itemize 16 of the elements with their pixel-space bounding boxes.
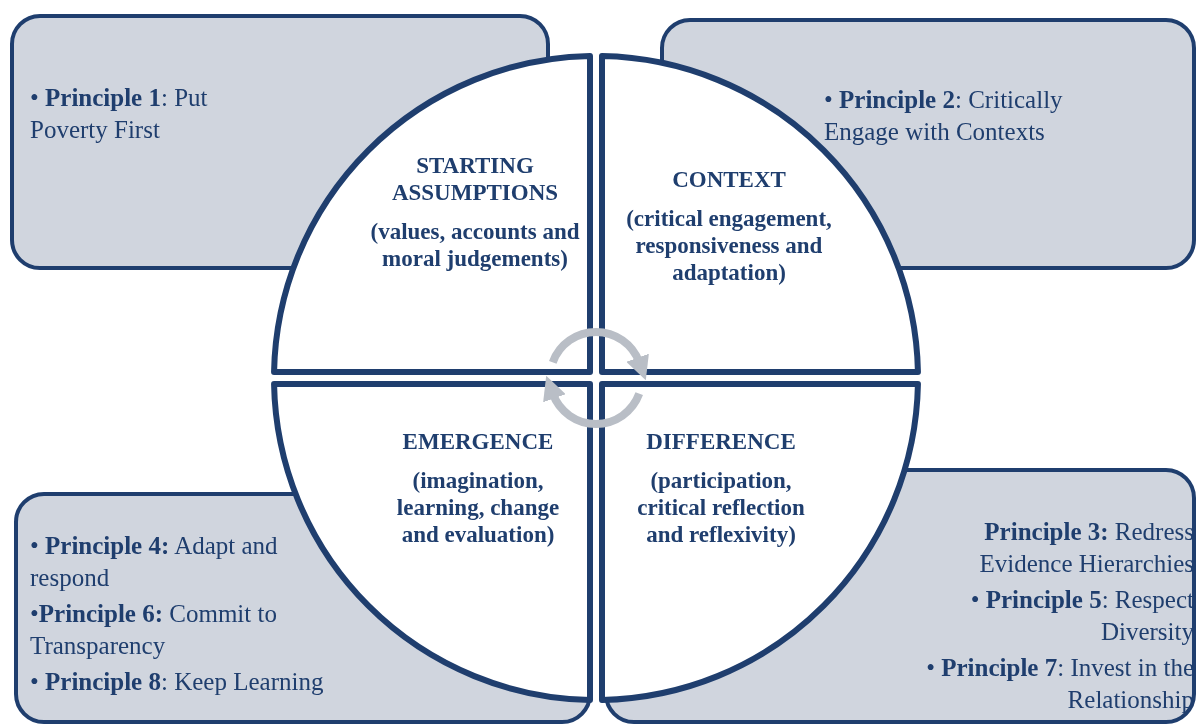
principle-text: • Principle 4: Adapt and respond: [30, 531, 279, 593]
quadrant-heading: EMERGENCE: [401, 428, 555, 455]
principle-text: • Principle 5: Respect Diversity: [969, 585, 1194, 647]
principle-text: • Principle 7: Invest in the Relationship: [925, 653, 1194, 715]
quadrant-heading: CONTEXT: [671, 166, 787, 193]
principle-text: • Principle 8: Keep Learning: [30, 667, 325, 697]
principle-text: Principle 3: Redress Evidence Hierarchies: [978, 517, 1194, 579]
quadrant-description: (values, accounts and moral judgements): [370, 218, 580, 272]
quadrant-description: (critical engagement, responsiveness and adaptation): [625, 205, 833, 286]
quadrant-heading: DIFFERENCE: [645, 428, 797, 455]
quadrant-description: (participation, critical reflection and reflexivity): [636, 467, 806, 548]
principle-text: •Principle 6: Commit to Transparency: [30, 599, 278, 661]
principle-text: • Principle 1: Put Poverty First: [30, 83, 209, 145]
quadrant-heading: STARTING ASSUMPTIONS: [390, 152, 560, 206]
principle-text: • Principle 2: Critically Engage with Contexts: [824, 85, 1064, 147]
quadrant-description: (imagination, learning, change and evaluation): [395, 467, 561, 548]
